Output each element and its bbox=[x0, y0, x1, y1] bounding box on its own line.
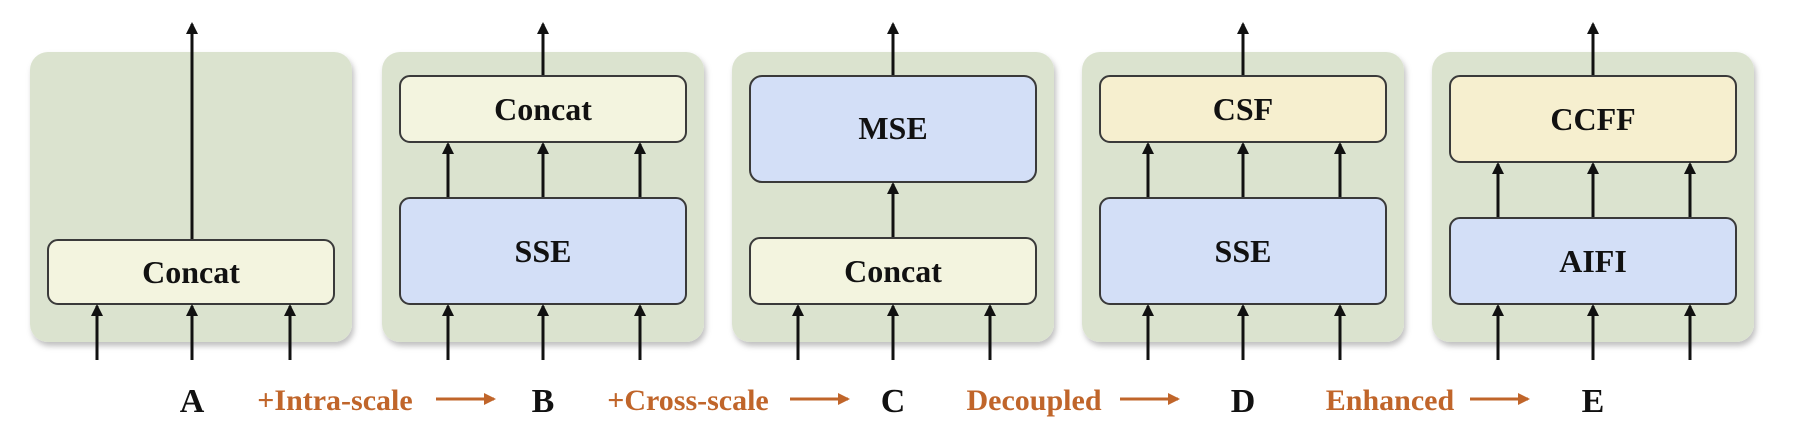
csf-block-label: CSF bbox=[1213, 91, 1273, 127]
stage-letter-e: E bbox=[1582, 383, 1605, 420]
stage-letter-d: D bbox=[1231, 383, 1256, 420]
concat-block-label: Concat bbox=[494, 91, 592, 127]
ccff-block-label: CCFF bbox=[1550, 101, 1635, 137]
transition-label: +Cross-scale bbox=[607, 384, 769, 417]
sse-block-label: SSE bbox=[1215, 233, 1272, 269]
aifi-block-label: AIFI bbox=[1559, 243, 1627, 279]
stage-letter-a: A bbox=[180, 383, 205, 420]
transition-decoupled: Decoupled bbox=[967, 384, 1180, 417]
panel-b: Concat SSE B bbox=[382, 22, 704, 420]
transition-label: Decoupled bbox=[967, 384, 1102, 417]
panel-d: CSF SSE D bbox=[1082, 22, 1404, 420]
stage-letter-c: C bbox=[881, 383, 906, 420]
mse-block-label: MSE bbox=[858, 110, 927, 146]
sse-block-label: SSE bbox=[515, 233, 572, 269]
transition-label: +Intra-scale bbox=[257, 384, 412, 417]
stage-letter-b: B bbox=[532, 383, 555, 420]
transition-intra-scale: +Intra-scale bbox=[257, 384, 496, 417]
panel-c: MSE Concat C bbox=[732, 22, 1054, 420]
transition-enhanced: Enhanced bbox=[1326, 384, 1530, 417]
panel-a: Concat A bbox=[30, 22, 352, 420]
panel-e: CCFF AIFI E bbox=[1432, 22, 1754, 420]
concat-block-label: Concat bbox=[142, 254, 240, 290]
concat-block-label: Concat bbox=[844, 253, 942, 289]
transition-cross-scale: +Cross-scale bbox=[607, 384, 850, 417]
transition-label: Enhanced bbox=[1326, 384, 1455, 417]
